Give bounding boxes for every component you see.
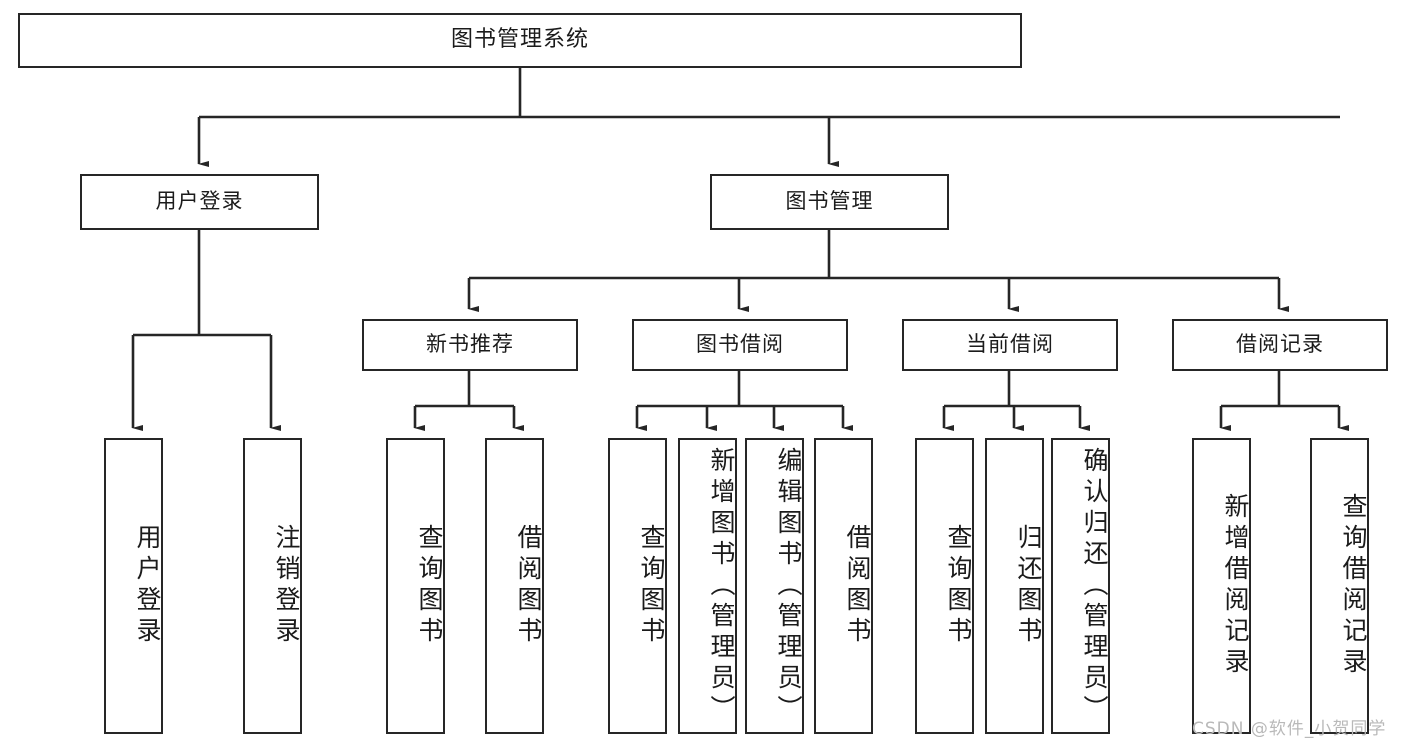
node-leaf-add-book-label: 新增图书（管理员） xyxy=(707,446,736,726)
node-leaf-logout[interactable]: 注销登录 xyxy=(243,438,302,734)
node-leaf-query-book-2-label: 查询图书 xyxy=(637,524,666,648)
node-leaf-query-book-1[interactable]: 查询图书 xyxy=(386,438,445,734)
node-leaf-borrow-book-2-label: 借阅图书 xyxy=(843,524,872,648)
node-new-book-rec-label: 新书推荐 xyxy=(426,332,514,357)
node-user-login[interactable]: 用户登录 xyxy=(80,174,319,230)
node-leaf-confirm-return[interactable]: 确认归还（管理员） xyxy=(1051,438,1110,734)
node-leaf-return-book[interactable]: 归还图书 xyxy=(985,438,1044,734)
node-leaf-confirm-return-label: 确认归还（管理员） xyxy=(1080,446,1109,726)
node-new-book-rec[interactable]: 新书推荐 xyxy=(362,319,578,371)
node-leaf-borrow-book-2[interactable]: 借阅图书 xyxy=(814,438,873,734)
node-borrow-record-label: 借阅记录 xyxy=(1236,332,1324,357)
node-book-borrow[interactable]: 图书借阅 xyxy=(632,319,848,371)
node-leaf-return-book-label: 归还图书 xyxy=(1014,524,1043,648)
node-root-label: 图书管理系统 xyxy=(450,27,589,53)
node-leaf-query-book-1-label: 查询图书 xyxy=(415,524,444,648)
node-leaf-query-record-label: 查询借阅记录 xyxy=(1339,493,1368,679)
node-book-manage[interactable]: 图书管理 xyxy=(710,174,949,230)
node-leaf-add-record-label: 新增借阅记录 xyxy=(1221,493,1250,679)
node-leaf-edit-book-label: 编辑图书（管理员） xyxy=(774,446,803,726)
node-book-manage-label: 图书管理 xyxy=(785,189,874,214)
node-leaf-query-book-3[interactable]: 查询图书 xyxy=(915,438,974,734)
node-leaf-user-login[interactable]: 用户登录 xyxy=(104,438,163,734)
node-user-login-label: 用户登录 xyxy=(155,189,244,214)
node-leaf-query-record[interactable]: 查询借阅记录 xyxy=(1310,438,1369,734)
node-leaf-add-book[interactable]: 新增图书（管理员） xyxy=(678,438,737,734)
node-current-borrow[interactable]: 当前借阅 xyxy=(902,319,1118,371)
node-current-borrow-label: 当前借阅 xyxy=(966,332,1054,357)
node-book-borrow-label: 图书借阅 xyxy=(696,332,784,357)
node-borrow-record[interactable]: 借阅记录 xyxy=(1172,319,1388,371)
node-leaf-add-record[interactable]: 新增借阅记录 xyxy=(1192,438,1251,734)
node-leaf-borrow-book-1[interactable]: 借阅图书 xyxy=(485,438,544,734)
node-leaf-user-login-label: 用户登录 xyxy=(133,524,162,648)
csdn-watermark: CSDN @软件_小贺同学 xyxy=(1192,719,1387,739)
node-leaf-borrow-book-1-label: 借阅图书 xyxy=(514,524,543,648)
node-leaf-edit-book[interactable]: 编辑图书（管理员） xyxy=(745,438,804,734)
node-leaf-logout-label: 注销登录 xyxy=(272,524,301,648)
node-leaf-query-book-2[interactable]: 查询图书 xyxy=(608,438,667,734)
node-leaf-query-book-3-label: 查询图书 xyxy=(944,524,973,648)
node-root[interactable]: 图书管理系统 xyxy=(18,13,1022,68)
